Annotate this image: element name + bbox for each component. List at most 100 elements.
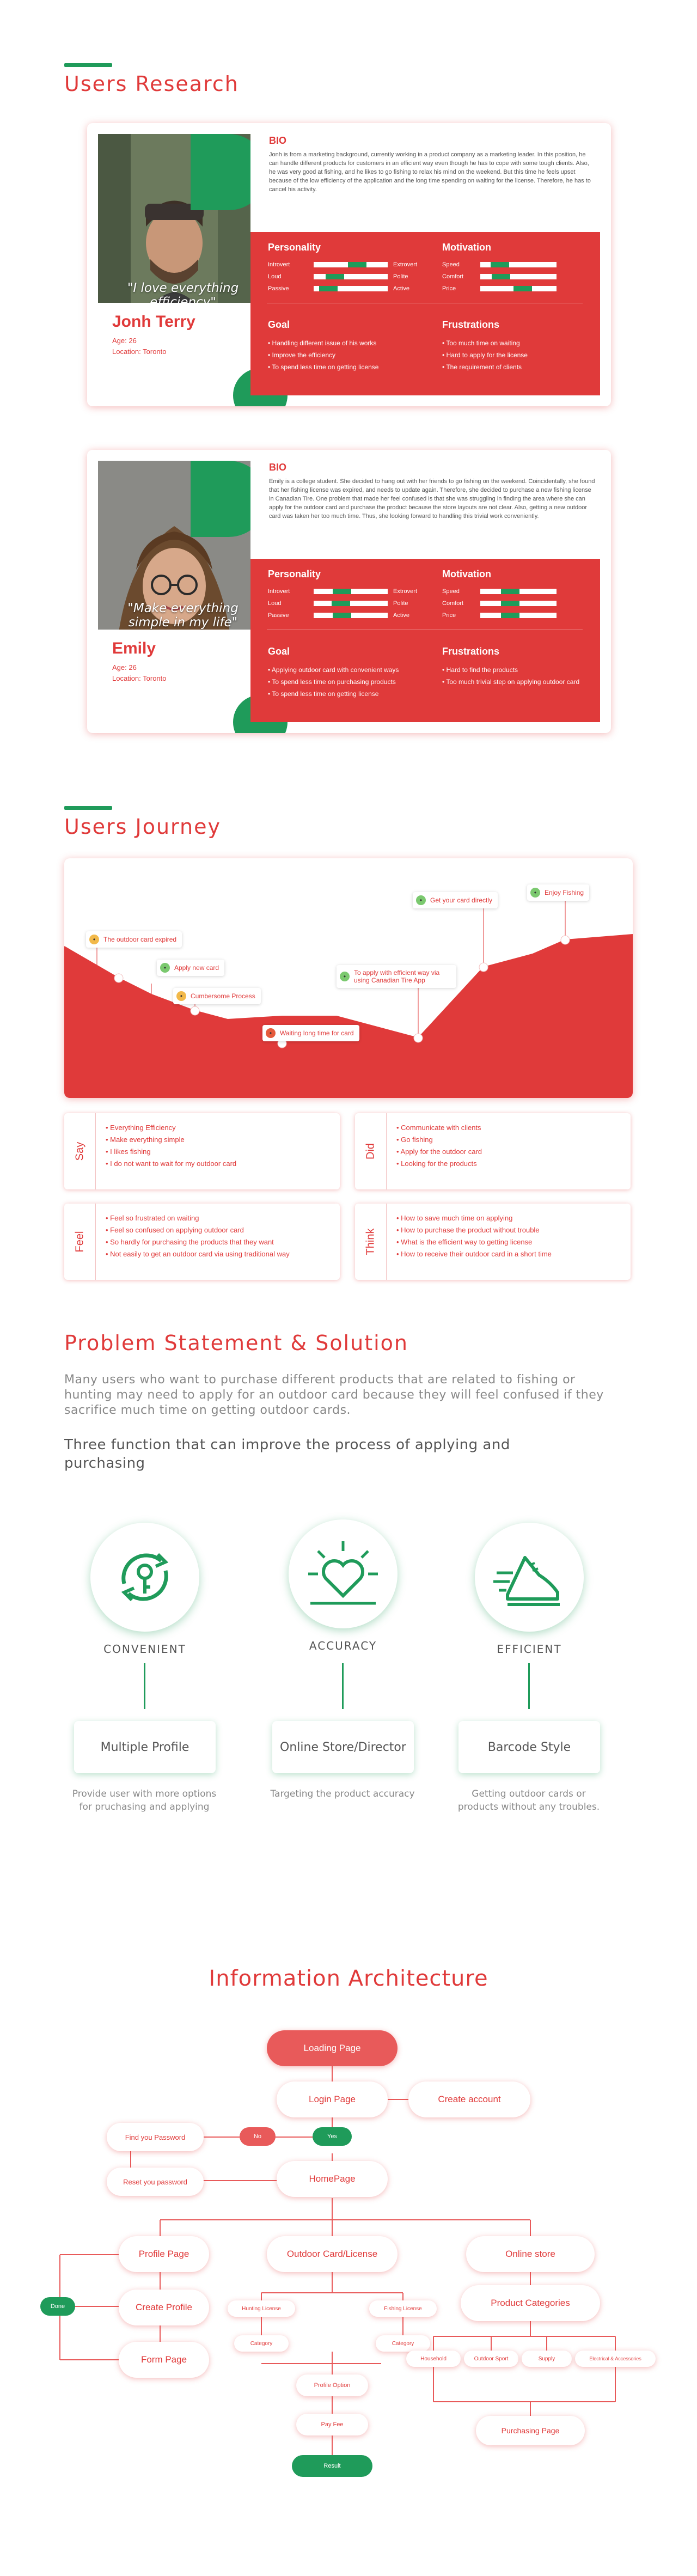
ia-pill-result: Result [292, 2455, 372, 2477]
feature-connector [528, 1663, 530, 1709]
motivation-column: Motivation Speed Comfort Price [442, 242, 557, 296]
happy-face-icon: • [530, 888, 540, 898]
frustration-item: Too much trivial step on applying outdoo… [442, 676, 584, 688]
ia-node-outdoor-sport: Outdoor Sport [464, 2351, 518, 2367]
ia-node-find-password: Find you Password [107, 2123, 204, 2151]
feature-box-barcode-style: Barcode Style [458, 1721, 600, 1773]
ia-node-category: Category [234, 2335, 289, 2352]
ia-node-form: Form Page [119, 2342, 209, 2378]
feature-desc: Targeting the product accuracy [270, 1788, 415, 1799]
journey-point [479, 962, 488, 972]
motivation-price: Price [442, 611, 557, 622]
journey-point [413, 1033, 423, 1043]
ia-node-create-account: Create account [408, 2081, 530, 2117]
feature-name-efficient: EFFICIENT [497, 1643, 562, 1656]
accuracy-feature-circle [289, 1519, 398, 1628]
feature-connector [144, 1663, 145, 1709]
frustration-item: Too much time on waiting [442, 337, 528, 349]
bio-label: BIO [269, 462, 287, 473]
feel-item: Feel so frustrated on waiting [106, 1212, 290, 1224]
persona-name: Emily [112, 639, 156, 657]
solution-subtitle: Three function that can improve the proc… [64, 1437, 510, 1472]
persona-age: Age: 26 [112, 663, 137, 672]
frustrations-label: Frustrations [442, 319, 500, 330]
bio-label: BIO [269, 135, 287, 146]
ia-node-fishing-license: Fishing License [369, 2300, 437, 2317]
running-shoe-icon [493, 1556, 560, 1606]
motivation-column: Motivation Speed Comfort Price [442, 569, 557, 622]
frustrations-column: Frustrations Too much time on waiting Ha… [442, 319, 528, 373]
box-tag: Think [355, 1204, 387, 1280]
section-accent-bar [64, 806, 112, 810]
ia-node-create-profile: Create Profile [119, 2290, 209, 2325]
green-accent-shape [191, 134, 250, 210]
say-item: I likes fishing [106, 1146, 236, 1158]
say-item: Make everything simple [106, 1134, 236, 1146]
bio-text: Emily is a college student. She decided … [269, 478, 595, 520]
box-tag: Say [64, 1113, 96, 1189]
persona-location: Location: Toronto [112, 347, 167, 356]
journey-label: •Apply new card [157, 960, 225, 976]
box-tag: Feel [64, 1204, 96, 1280]
neutral-face-icon: • [89, 935, 99, 944]
happy-face-icon: • [160, 963, 170, 973]
feature-desc: Provide user with more options for pruch… [72, 1788, 217, 1812]
feature-name-convenient: CONVENIENT [103, 1643, 186, 1656]
heart-sun-icon [308, 1541, 378, 1605]
did-item: Go fishing [396, 1134, 482, 1146]
motivation-comfort: Comfort [442, 272, 557, 284]
feature-box-online-store: Online Store/Director [272, 1721, 414, 1773]
goal-label: Goal [268, 646, 290, 657]
motivation-comfort: Comfort [442, 599, 557, 611]
goal-item: Applying outdoor card with convenient wa… [268, 664, 399, 676]
motivation-label: Motivation [442, 242, 491, 253]
think-item: What is the efficient way to getting lic… [396, 1236, 552, 1248]
sad-face-icon: • [266, 1028, 276, 1038]
journey-label: •Waiting long time for card [262, 1025, 359, 1041]
frustration-item: Hard to apply for the license [442, 349, 528, 361]
goal-item: Handling different issue of his works [268, 337, 378, 349]
journey-point [190, 1006, 200, 1016]
goal-item: Improve the efficiency [268, 349, 378, 361]
ia-node-homepage: HomePage [277, 2161, 388, 2197]
did-item: Communicate with clients [396, 1122, 482, 1134]
ia-node-product-categories: Product Categories [461, 2285, 600, 2321]
journey-box-feel: Feel Feel so frustrated on waiting Feel … [64, 1204, 340, 1280]
ia-node-reset-password: Reset you password [107, 2168, 204, 2196]
journey-label: •Get your card directly [413, 892, 498, 908]
ia-node-loading: Loading Page [267, 2030, 398, 2066]
journey-box-say: Say Everything Efficiency Make everythin… [64, 1113, 340, 1189]
did-item: Apply for the outdoor card [396, 1146, 482, 1158]
persona-card-jonh: "I love everything efficiency" Jonh Terr… [87, 123, 611, 406]
users-journey-title: Users Journey [64, 815, 221, 839]
box-tag: Did [355, 1113, 387, 1189]
feature-box-multiple-profile: Multiple Profile [74, 1721, 216, 1773]
frustrations-column: Frustrations Hard to find the products T… [442, 646, 584, 688]
ia-node-profile: Profile Page [119, 2236, 209, 2272]
feel-item: So hardly for purchasing the products th… [106, 1236, 290, 1248]
section-accent-bar [64, 63, 112, 67]
feel-item: Not easily to get an outdoor card via us… [106, 1248, 290, 1260]
ia-node-household: Household [406, 2351, 461, 2367]
ia-node-hunting-license: Hunting License [228, 2300, 295, 2317]
users-research-title: Users Research [64, 72, 239, 96]
frustrations-label: Frustrations [442, 646, 500, 657]
refresh-key-icon [121, 1553, 169, 1602]
frustration-item: The requirement of clients [442, 361, 528, 373]
think-item: How to receive their outdoor card in a s… [396, 1248, 552, 1260]
did-item: Looking for the products [396, 1158, 482, 1170]
persona-age: Age: 26 [112, 337, 137, 345]
journey-point [560, 935, 570, 945]
ia-node-login: Login Page [277, 2081, 388, 2117]
ia-pill-no: No [240, 2127, 276, 2146]
ia-pill-done: Done [40, 2297, 75, 2316]
goal-column: Goal Handling different issue of his wor… [268, 319, 378, 373]
goal-item: To spend less time on getting license [268, 361, 378, 373]
goal-label: Goal [268, 319, 290, 330]
journey-label: •Enjoy Fishing [527, 884, 590, 901]
persona-quote: "Make everything simple in my life" [127, 601, 239, 630]
